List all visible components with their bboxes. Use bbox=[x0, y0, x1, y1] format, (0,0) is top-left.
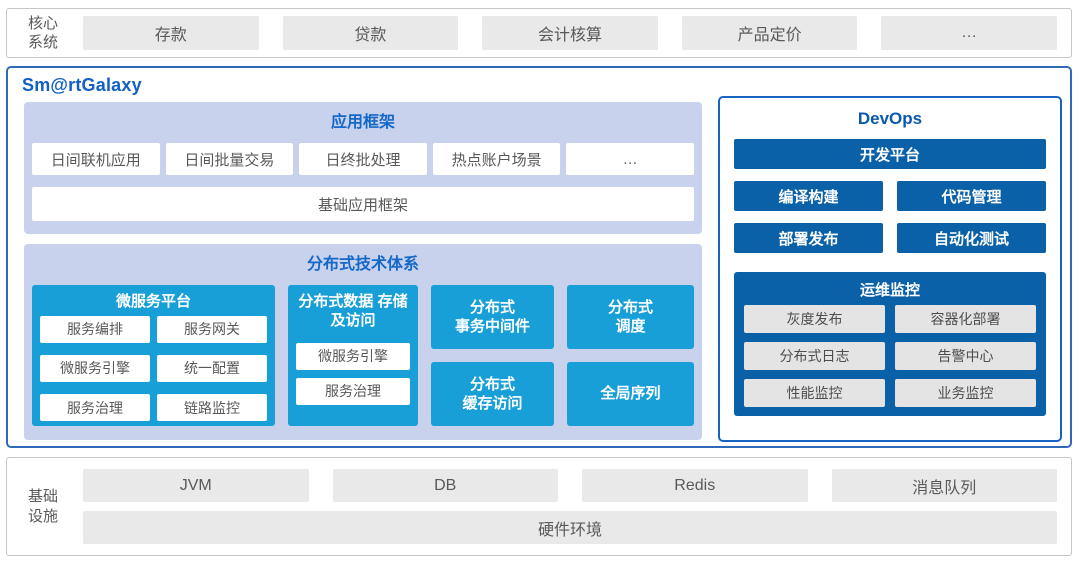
devops-tool-autotest: 自动化测试 bbox=[897, 223, 1046, 253]
monitor-item-gray-release: 灰度发布 bbox=[744, 305, 885, 333]
hardware-env-row: 硬件环境 bbox=[83, 511, 1057, 544]
scheduling-line2: 调度 bbox=[615, 318, 646, 335]
micro-item-tracing: 链路监控 bbox=[157, 394, 267, 421]
core-systems-label-line2: 系统 bbox=[27, 34, 58, 51]
app-item-daytime-batch: 日间批量交易 bbox=[165, 143, 294, 175]
app-framework-items: 日间联机应用 日间批量交易 日终批处理 热点账户场景 … bbox=[32, 143, 694, 175]
infra-item-mq: 消息队列 bbox=[831, 469, 1057, 502]
transaction-line2: 事务中间件 bbox=[454, 318, 530, 335]
platform-title: Sm@rtGalaxy bbox=[22, 75, 142, 95]
core-systems-items: 存款 贷款 会计核算 产品定价 … bbox=[83, 16, 1057, 50]
distributed-tech-section: 分布式技术体系 微服务平台 服务编排 服务网关 微服务引擎 统一配置 服务治理 … bbox=[24, 244, 702, 440]
global-sequence-block: 全局序列 bbox=[567, 362, 694, 426]
app-framework-title: 应用框架 bbox=[330, 114, 395, 131]
core-system-item-deposits: 存款 bbox=[83, 16, 259, 50]
devops-tool-deploy: 部署发布 bbox=[734, 223, 883, 253]
micro-item-config: 统一配置 bbox=[157, 354, 267, 382]
distributed-transaction-block: 分布式 事务中间件 bbox=[431, 285, 554, 349]
app-item-daytime-online: 日间联机应用 bbox=[32, 143, 160, 175]
core-system-item-loans: 贷款 bbox=[282, 16, 459, 50]
microservice-platform-title: 微服务平台 bbox=[115, 293, 191, 310]
ops-monitoring-items: 灰度发布 容器化部署 分布式日志 告警中心 性能监控 业务监控 bbox=[744, 305, 1036, 407]
scheduling-line1: 分布式 bbox=[607, 298, 653, 316]
sequence-line1: 全局序列 bbox=[600, 385, 661, 403]
distributed-storage-title: 分布式数据 存储及访问 bbox=[296, 290, 410, 335]
devops-tool-build: 编译构建 bbox=[734, 181, 883, 211]
micro-item-governance: 服务治理 bbox=[40, 394, 150, 421]
distributed-storage-panel: 分布式数据 存储及访问 微服务引擎 服务治理 bbox=[288, 285, 418, 426]
infrastructure-items: JVM DB Redis 消息队列 bbox=[83, 469, 1057, 502]
devops-title: DevOps bbox=[857, 109, 923, 128]
app-framework-section: 应用框架 日间联机应用 日间批量交易 日终批处理 热点账户场景 … 基础应用框架 bbox=[24, 102, 702, 234]
ops-monitoring-title: 运维监控 bbox=[859, 282, 920, 299]
app-item-more: … bbox=[566, 143, 694, 175]
infra-item-redis: Redis bbox=[582, 469, 808, 502]
cache-line2: 缓存访问 bbox=[462, 395, 523, 412]
monitor-item-alert-center: 告警中心 bbox=[895, 342, 1036, 370]
microservice-items: 服务编排 服务网关 微服务引擎 统一配置 服务治理 链路监控 bbox=[40, 315, 267, 421]
monitor-item-container-deploy: 容器化部署 bbox=[895, 305, 1036, 333]
core-systems-label-line1: 核心 bbox=[27, 14, 58, 32]
infrastructure-label-line2: 设施 bbox=[27, 507, 58, 525]
storage-title-line1: 分布式数据 bbox=[298, 293, 374, 310]
monitor-item-dist-log: 分布式日志 bbox=[744, 342, 885, 370]
microservice-platform-panel: 微服务平台 服务编排 服务网关 微服务引擎 统一配置 服务治理 链路监控 bbox=[32, 285, 275, 426]
storage-title-line2: 存储及访问 bbox=[330, 293, 408, 329]
infra-item-hardware: 硬件环境 bbox=[83, 511, 1057, 544]
core-system-item-pricing: 产品定价 bbox=[681, 16, 858, 50]
distributed-scheduling-block: 分布式 调度 bbox=[567, 285, 694, 349]
core-systems-bar: 核心 系统 存款 贷款 会计核算 产品定价 … bbox=[6, 8, 1072, 58]
distributed-stack-right: 分布式 调度 全局序列 bbox=[567, 285, 694, 426]
infra-item-jvm: JVM bbox=[83, 469, 309, 502]
transaction-line1: 分布式 bbox=[469, 298, 515, 316]
micro-item-gateway: 服务网关 bbox=[157, 315, 267, 343]
infrastructure-label: 基础 设施 bbox=[21, 487, 65, 526]
micro-item-engine: 微服务引擎 bbox=[40, 354, 150, 382]
cache-line1: 分布式 bbox=[469, 375, 515, 393]
monitor-item-performance: 性能监控 bbox=[744, 379, 885, 407]
storage-item-governance: 服务治理 bbox=[296, 377, 410, 405]
distributed-stack-left: 分布式 事务中间件 分布式 缓存访问 bbox=[431, 285, 554, 426]
devops-panel: DevOps 开发平台 编译构建 代码管理 部署发布 自动化测试 运维监控 灰度… bbox=[718, 96, 1062, 442]
base-app-framework: 基础应用框架 bbox=[32, 187, 694, 221]
infrastructure-content: JVM DB Redis 消息队列 硬件环境 bbox=[83, 469, 1057, 544]
infrastructure-bar: 基础 设施 JVM DB Redis 消息队列 硬件环境 bbox=[6, 457, 1072, 556]
storage-item-engine: 微服务引擎 bbox=[296, 342, 410, 370]
core-systems-label: 核心 系统 bbox=[21, 14, 65, 53]
core-system-item-accounting: 会计核算 bbox=[482, 16, 658, 50]
smartgalaxy-container: Sm@rtGalaxy 应用框架 日间联机应用 日间批量交易 日终批处理 热点账… bbox=[6, 66, 1072, 448]
app-item-hot-account: 热点账户场景 bbox=[432, 143, 561, 175]
dev-platform-box: 开发平台 bbox=[734, 139, 1046, 169]
distributed-cache-block: 分布式 缓存访问 bbox=[431, 362, 554, 426]
core-system-item-more: … bbox=[881, 16, 1057, 50]
infra-item-db: DB bbox=[332, 469, 558, 502]
distributed-tech-columns: 微服务平台 服务编排 服务网关 微服务引擎 统一配置 服务治理 链路监控 分布式… bbox=[32, 285, 694, 426]
infrastructure-label-line1: 基础 bbox=[27, 488, 58, 505]
devops-tools: 编译构建 代码管理 部署发布 自动化测试 bbox=[734, 181, 1046, 253]
distributed-tech-title: 分布式技术体系 bbox=[306, 256, 419, 273]
ops-monitoring-panel: 运维监控 灰度发布 容器化部署 分布式日志 告警中心 性能监控 业务监控 bbox=[734, 272, 1046, 416]
devops-tool-code: 代码管理 bbox=[897, 181, 1046, 211]
app-item-eod-batch: 日终批处理 bbox=[299, 143, 427, 175]
micro-item-orchestration: 服务编排 bbox=[40, 315, 150, 343]
monitor-item-business: 业务监控 bbox=[895, 379, 1036, 407]
